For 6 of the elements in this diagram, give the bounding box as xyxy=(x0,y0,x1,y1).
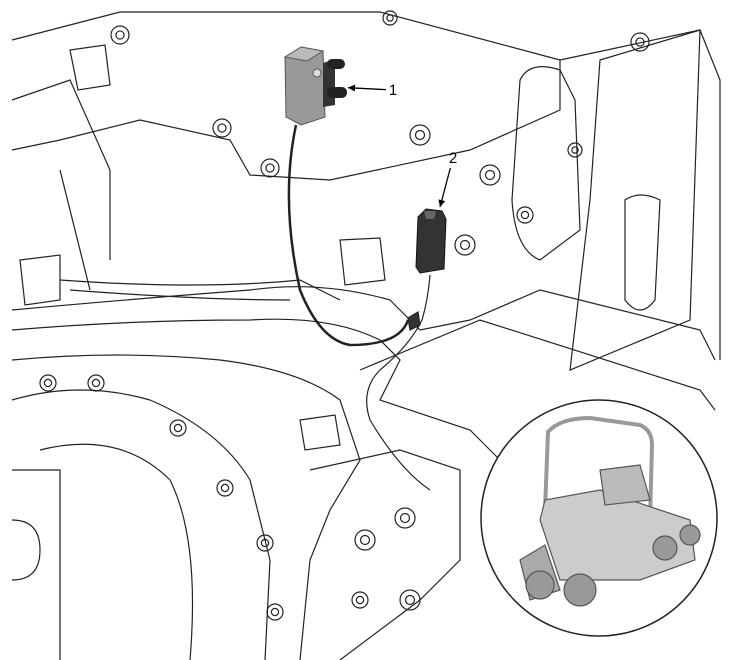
callout-number: 2 xyxy=(446,148,460,168)
sensor-part xyxy=(283,45,348,127)
leader-line xyxy=(438,168,451,208)
callout-number: 1 xyxy=(386,80,400,100)
leader-line xyxy=(348,84,386,92)
connector-part xyxy=(414,207,448,275)
